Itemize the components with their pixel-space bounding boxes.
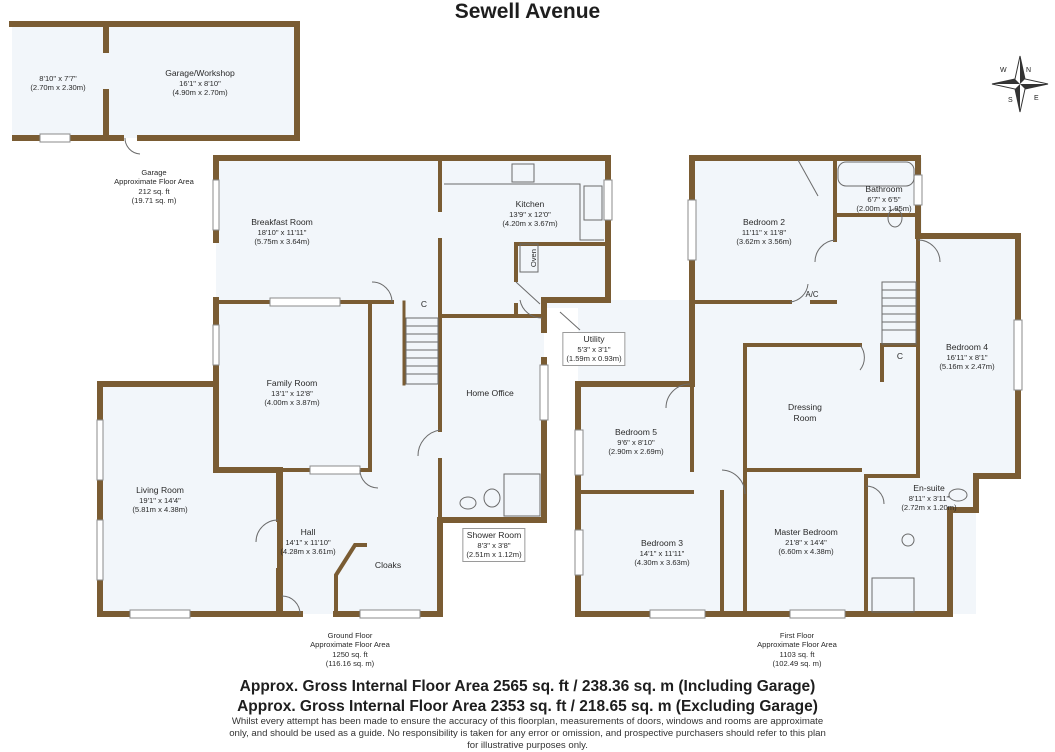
windows bbox=[39, 133, 1023, 619]
walls bbox=[9, 21, 1021, 617]
page-title: Sewell Avenue bbox=[454, 0, 601, 23]
compass-w: W bbox=[1000, 67, 1007, 74]
compass-e: E bbox=[1034, 95, 1039, 102]
room-bedroom-5: Bedroom 5 9'6" x 8'10" (2.90m x 2.69m) bbox=[608, 427, 664, 457]
floor-fill bbox=[12, 24, 1018, 614]
fixture-lines bbox=[124, 137, 968, 615]
total-area-excl-garage: Approx. Gross Internal Floor Area 2353 s… bbox=[237, 698, 818, 715]
room-cloaks: Cloaks bbox=[374, 560, 402, 570]
room-master-bedroom: Master Bedroom 21'8" x 14'4" (6.60m x 4.… bbox=[774, 527, 838, 557]
first-area-label: First Floor Approximate Floor Area 1103 … bbox=[757, 631, 837, 668]
room-family: Family Room 13'1" x 12'8" (4.00m x 3.87m… bbox=[264, 378, 320, 408]
cupboard-label-ground: C bbox=[420, 299, 428, 309]
room-living: Living Room 19'1" x 14'4" (5.81m x 4.38m… bbox=[132, 485, 188, 515]
compass-n: N bbox=[1026, 67, 1031, 74]
room-bedroom-4: Bedroom 4 16'11" x 8'1" (5.16m x 2.47m) bbox=[939, 342, 995, 372]
room-utility: Utility 5'3" x 3'1" (1.59m x 0.93m) bbox=[562, 332, 626, 366]
room-home-office: Home Office bbox=[466, 388, 514, 398]
ground-area-label: Ground Floor Approximate Floor Area 1250… bbox=[310, 631, 390, 668]
room-kitchen: Kitchen 13'9" x 12'0" (4.20m x 3.67m) bbox=[502, 199, 558, 229]
room-garage-workshop: Garage/Workshop 16'1" x 8'10" (4.90m x 2… bbox=[165, 68, 235, 98]
garage-area-label: Garage Approximate Floor Area 212 sq. ft… bbox=[114, 168, 194, 205]
oven-label: Oven bbox=[529, 249, 538, 268]
disclaimer: Whilst every attempt has been made to en… bbox=[229, 716, 826, 751]
ac-label: A/C bbox=[805, 290, 819, 299]
compass-s: S bbox=[1008, 97, 1013, 104]
room-hall: Hall 14'1" x 11'10" (4.28m x 3.61m) bbox=[280, 527, 336, 557]
room-shower: Shower Room 8'3" x 3'8" (2.51m x 1.12m) bbox=[462, 528, 526, 562]
cupboard-label-first: C bbox=[896, 351, 904, 361]
room-garage-store: 8'10" x 7'7" (2.70m x 2.30m) bbox=[30, 74, 86, 93]
room-breakfast: Breakfast Room 18'10" x 11'11" (5.75m x … bbox=[251, 217, 313, 247]
room-dressing: Dressing Room bbox=[788, 402, 822, 423]
room-bedroom-3: Bedroom 3 14'1" x 11'11" (4.30m x 3.63m) bbox=[634, 538, 690, 568]
room-bathroom: Bathroom 6'7" x 6'5" (2.00m x 1.95m) bbox=[856, 184, 912, 214]
room-bedroom-2: Bedroom 2 11'11" x 11'8" (3.62m x 3.56m) bbox=[736, 217, 792, 247]
total-area-incl-garage: Approx. Gross Internal Floor Area 2565 s… bbox=[239, 678, 816, 695]
room-ensuite: En-suite 8'11" x 3'11" (2.72m x 1.20m) bbox=[901, 483, 957, 513]
compass-icon: N E S W bbox=[991, 55, 1049, 113]
